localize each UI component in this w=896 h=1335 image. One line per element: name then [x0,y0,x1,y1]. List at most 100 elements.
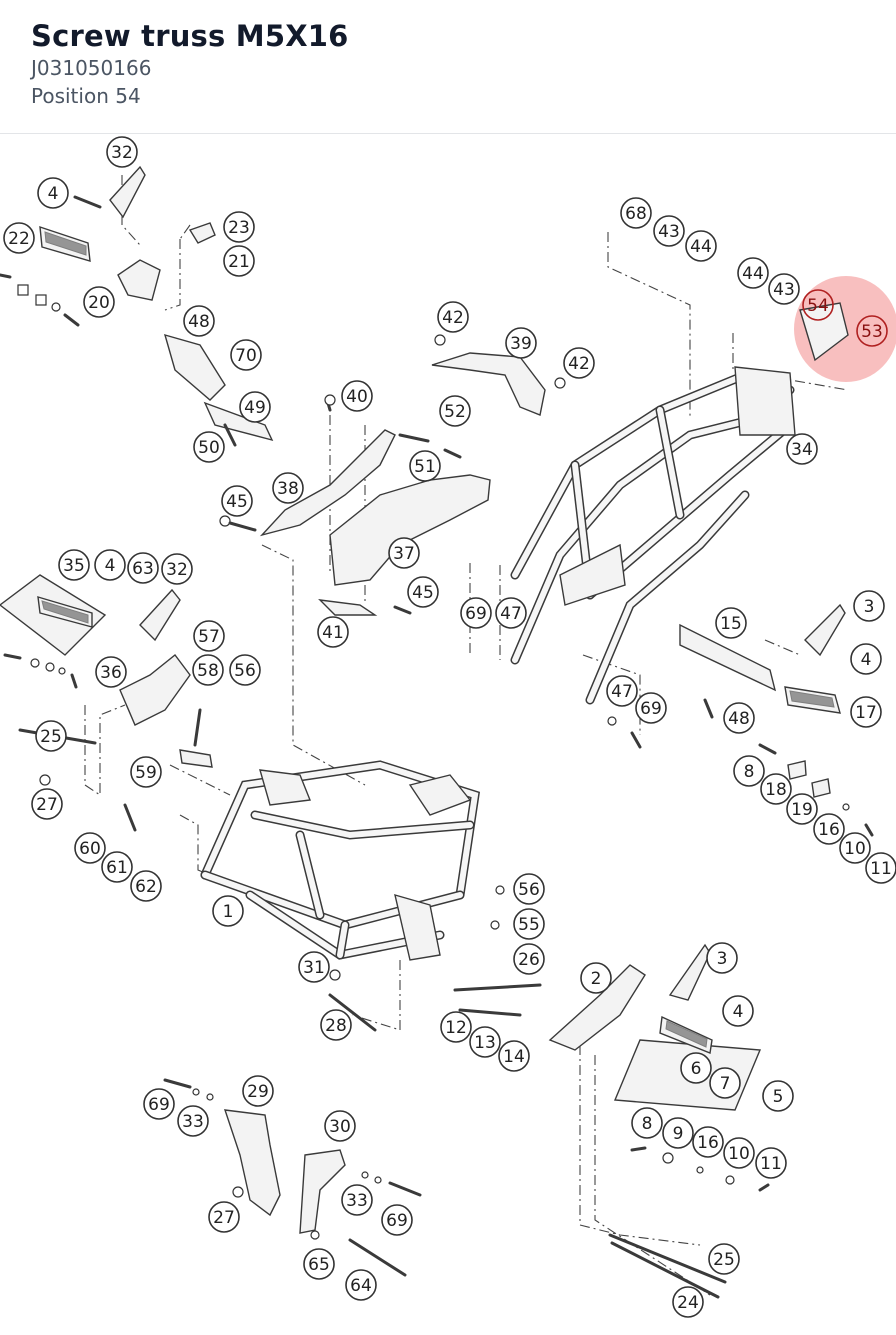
callout-30[interactable]: 30 [324,1110,356,1142]
callout-35[interactable]: 35 [58,549,90,581]
callout-60[interactable]: 60 [74,832,106,864]
callout-33[interactable]: 33 [341,1184,373,1216]
callout-47[interactable]: 47 [606,675,638,707]
callout-51[interactable]: 51 [409,450,441,482]
callout-42[interactable]: 42 [563,347,595,379]
callout-18[interactable]: 18 [760,773,792,805]
callout-circle [723,1137,755,1169]
callout-57[interactable]: 57 [193,620,225,652]
callout-69[interactable]: 69 [143,1088,175,1120]
callout-17[interactable]: 17 [850,696,882,728]
callout-39[interactable]: 39 [505,327,537,359]
callout-59[interactable]: 59 [130,756,162,788]
callout-6[interactable]: 6 [680,1052,712,1084]
callout-16[interactable]: 16 [813,813,845,845]
callout-40[interactable]: 40 [341,380,373,412]
callout-7[interactable]: 7 [709,1067,741,1099]
callout-19[interactable]: 19 [786,793,818,825]
callout-24[interactable]: 24 [672,1286,704,1318]
callout-52[interactable]: 52 [439,395,471,427]
callout-69[interactable]: 69 [381,1204,413,1236]
callout-21[interactable]: 21 [223,245,255,277]
callout-4[interactable]: 4 [850,643,882,675]
callout-20[interactable]: 20 [83,286,115,318]
callout-4[interactable]: 4 [722,995,754,1027]
callout-48[interactable]: 48 [723,702,755,734]
callout-56[interactable]: 56 [513,873,545,905]
callout-56[interactable]: 56 [229,654,261,686]
callout-69[interactable]: 69 [460,597,492,629]
callout-circle [722,995,754,1027]
callout-32[interactable]: 32 [161,553,193,585]
callout-12[interactable]: 12 [440,1011,472,1043]
callout-43[interactable]: 43 [768,273,800,305]
callout-3[interactable]: 3 [853,590,885,622]
callout-2[interactable]: 2 [580,962,612,994]
callout-27[interactable]: 27 [208,1201,240,1233]
callout-9[interactable]: 9 [662,1117,694,1149]
callout-11[interactable]: 11 [755,1147,787,1179]
callout-circle [653,215,685,247]
callout-62[interactable]: 62 [130,870,162,902]
callout-38[interactable]: 38 [272,472,304,504]
callout-10[interactable]: 10 [839,832,871,864]
callout-49[interactable]: 49 [239,391,271,423]
callout-54[interactable]: 54 [802,289,834,321]
callout-55[interactable]: 55 [513,908,545,940]
callout-16[interactable]: 16 [692,1126,724,1158]
callout-circle [407,576,439,608]
callout-42[interactable]: 42 [437,301,469,333]
callout-32[interactable]: 32 [106,136,138,168]
callout-circle [130,756,162,788]
callout-31[interactable]: 31 [298,951,330,983]
callout-22[interactable]: 22 [3,222,35,254]
callout-53[interactable]: 53 [856,315,888,347]
callout-58[interactable]: 58 [192,654,224,686]
callout-70[interactable]: 70 [230,339,262,371]
callout-4[interactable]: 4 [37,177,69,209]
diagram-canvas[interactable]: 3242322212048704950684344444354534239424… [0,135,896,1335]
callout-68[interactable]: 68 [620,197,652,229]
callout-33[interactable]: 33 [177,1105,209,1137]
callout-27[interactable]: 27 [31,788,63,820]
callout-44[interactable]: 44 [737,257,769,289]
callout-3[interactable]: 3 [706,942,738,974]
callout-11[interactable]: 11 [865,852,896,884]
callout-13[interactable]: 13 [469,1026,501,1058]
callout-41[interactable]: 41 [317,616,349,648]
callout-45[interactable]: 45 [407,576,439,608]
callout-37[interactable]: 37 [388,537,420,569]
callout-26[interactable]: 26 [513,943,545,975]
callout-69[interactable]: 69 [635,692,667,724]
callout-34[interactable]: 34 [786,433,818,465]
callout-8[interactable]: 8 [733,755,765,787]
callout-25[interactable]: 25 [35,720,67,752]
callout-47[interactable]: 47 [495,597,527,629]
callout-29[interactable]: 29 [242,1075,274,1107]
callout-5[interactable]: 5 [762,1080,794,1112]
callout-64[interactable]: 64 [345,1269,377,1301]
callout-50[interactable]: 50 [193,431,225,463]
callout-10[interactable]: 10 [723,1137,755,1169]
callout-61[interactable]: 61 [101,851,133,883]
callout-25[interactable]: 25 [708,1243,740,1275]
callout-8[interactable]: 8 [631,1107,663,1139]
callout-number: 20 [88,293,110,313]
callout-43[interactable]: 43 [653,215,685,247]
callout-63[interactable]: 63 [127,552,159,584]
callout-14[interactable]: 14 [498,1040,530,1072]
callout-65[interactable]: 65 [303,1248,335,1280]
callout-15[interactable]: 15 [715,607,747,639]
callout-1[interactable]: 1 [212,895,244,927]
callout-23[interactable]: 23 [223,211,255,243]
callout-number: 55 [518,915,540,935]
callout-36[interactable]: 36 [95,656,127,688]
callout-45[interactable]: 45 [221,485,253,517]
callout-4[interactable]: 4 [94,549,126,581]
callout-48[interactable]: 48 [183,305,215,337]
callout-number: 69 [465,604,487,624]
callout-labels[interactable]: 3242322212048704950684344444354534239424… [3,136,896,1318]
callout-28[interactable]: 28 [320,1009,352,1041]
callout-44[interactable]: 44 [685,230,717,262]
